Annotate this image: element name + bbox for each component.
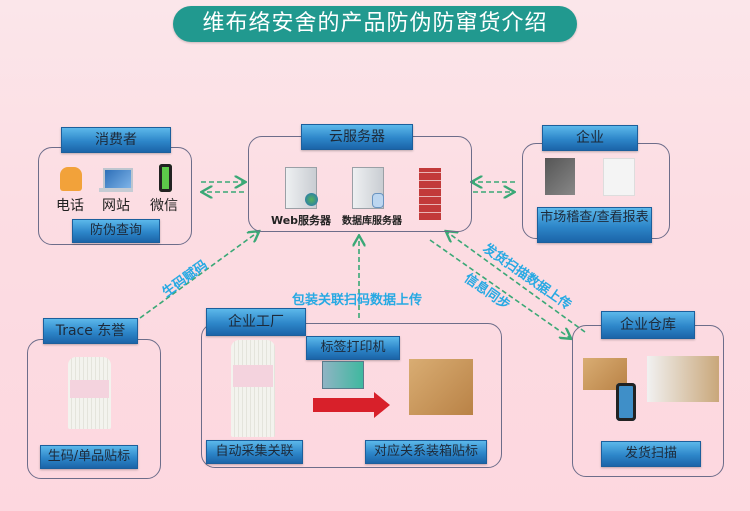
wechat-icon [159, 164, 172, 192]
warehouse-label: 企业仓库 [601, 311, 695, 339]
consumer-footer: 防伪查询 [72, 219, 160, 243]
page-title: 维布络安舍的产品防伪防窜货介绍 [173, 6, 577, 42]
arrow-trace-to-cloud [139, 232, 258, 319]
enterprise-footer: 市场稽查/查看报表 [537, 207, 652, 243]
red-arrow-icon [313, 398, 375, 412]
trace-label: Trace 东誉 [43, 318, 138, 344]
consumer-label: 消费者 [61, 127, 171, 153]
trace-footer: 生码/单品贴标 [40, 445, 138, 469]
web-server-label: Web服务器 [270, 214, 332, 227]
database-icon [372, 193, 384, 208]
label-printer-icon [322, 361, 364, 389]
bottle-label-icon [70, 380, 109, 398]
factory-label: 企业工厂 [206, 308, 306, 336]
office-worker-icon [603, 158, 635, 196]
printer-label: 标签打印机 [306, 336, 400, 360]
consumer-item-phone: 电话 [56, 198, 84, 214]
factory-left-footer: 自动采集关联 [206, 440, 303, 464]
bottle-label-icon [233, 365, 273, 387]
edge-label-package-upload: 包装关联扫码数据上传 [292, 293, 423, 308]
laptop-base-icon [99, 188, 133, 192]
laptop-icon [103, 168, 133, 190]
cloud-label: 云服务器 [301, 124, 413, 150]
scanner-phone-icon [616, 383, 636, 421]
arrow-cloud-to-warehouse [429, 239, 570, 338]
factory-panel [201, 323, 502, 468]
phone-scan-icon [545, 158, 575, 195]
carton-box-icon [409, 359, 473, 415]
globe-icon [305, 193, 318, 206]
factory-right-footer: 对应关系装箱贴标 [365, 440, 487, 464]
database-server-label: 数据库服务器 [342, 216, 402, 227]
bottle-icon [231, 340, 275, 437]
red-arrow-head-icon [374, 392, 390, 418]
consumer-item-website: 网站 [102, 198, 130, 214]
arrow-warehouse-to-cloud [447, 232, 586, 333]
warehouse-footer: 发货扫描 [601, 441, 701, 467]
delivery-truck-icon [647, 356, 719, 402]
telephone-icon [60, 167, 82, 191]
consumer-item-wechat: 微信 [150, 198, 178, 214]
firewall-icon [419, 168, 441, 220]
enterprise-label: 企业 [542, 125, 638, 151]
